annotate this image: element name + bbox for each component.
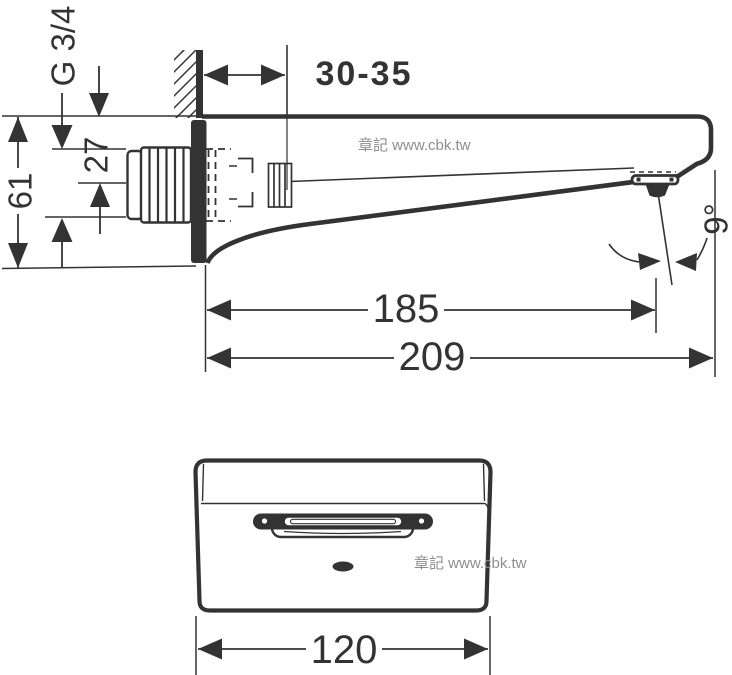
label-spray-angle: 9° — [697, 203, 732, 235]
thread-connector — [126, 146, 193, 224]
label-total-reach: 209 — [398, 335, 466, 379]
escutcheon — [191, 120, 207, 263]
dimension-thread — [51, 93, 73, 267]
diverter-hole — [332, 561, 354, 572]
outlet-slot — [253, 513, 433, 539]
wall-face — [196, 50, 203, 118]
dimension-185 — [207, 299, 655, 321]
label-bottom-width: 120 — [310, 628, 378, 672]
extension-lines — [204, 45, 716, 377]
dimension-27 — [89, 66, 110, 234]
spout-inner-edge — [276, 167, 635, 183]
label-top-to-pipe-center: 27 — [77, 136, 115, 174]
label-thread-size: G 3/4 — [44, 5, 82, 87]
watermark-text: 章記 www.cbk.tw — [414, 555, 527, 572]
label-inlet-height: 61 — [1, 172, 39, 210]
wall-hatch — [174, 50, 197, 118]
angle-annotation — [608, 195, 708, 286]
dimension-209 — [207, 347, 713, 369]
watermark-text: 章記 www.cbk.tw — [358, 137, 471, 154]
bottom-view — [193, 458, 493, 675]
label-wall-depth-range: 30-35 — [315, 55, 413, 93]
aerator — [630, 171, 680, 198]
dimension-61 — [8, 117, 28, 268]
dimension-30-35 — [204, 64, 285, 86]
label-reach-to-spray: 185 — [372, 287, 440, 331]
hidden-pipe-lines — [206, 148, 293, 222]
dimension-120 — [195, 616, 491, 675]
